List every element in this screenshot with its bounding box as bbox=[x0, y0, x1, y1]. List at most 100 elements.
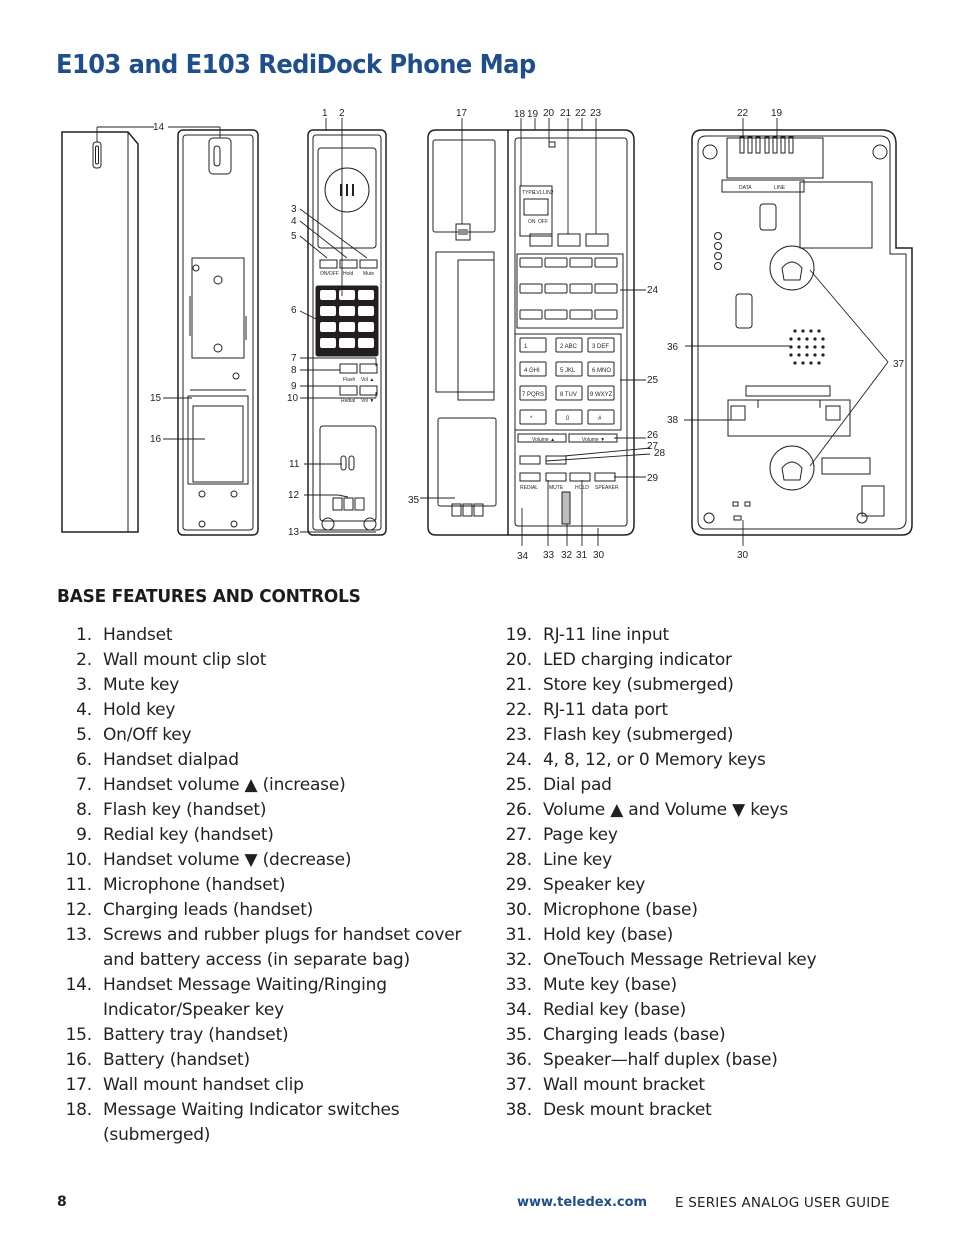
handset-redial-key[interactable] bbox=[339, 385, 358, 396]
callout-19-base-back: 19 bbox=[771, 108, 783, 119]
feature-text: Hold key (base) bbox=[543, 925, 674, 945]
dialpad-label-3: 3 DEF bbox=[592, 344, 609, 350]
feature-text: Flash key (handset) bbox=[103, 800, 267, 820]
key-label-vol-up: Vol ▲ bbox=[361, 377, 374, 383]
port-label-data: DATA bbox=[739, 185, 752, 191]
feature-text: Mute key (base) bbox=[543, 975, 677, 995]
feature-text: Redial key (base) bbox=[543, 1000, 687, 1020]
memory-keys[interactable] bbox=[519, 257, 618, 320]
feature-number: 1. bbox=[76, 625, 92, 645]
switch-label-type: TYPE bbox=[522, 190, 536, 196]
feature-number: 26. bbox=[505, 800, 533, 820]
callout-11: 11 bbox=[289, 459, 300, 470]
hold-key[interactable] bbox=[339, 259, 358, 269]
feature-number: 24. bbox=[505, 750, 533, 770]
callout-20: 20 bbox=[543, 108, 555, 119]
callout-26: 26 bbox=[647, 430, 659, 441]
base-volume-up-key[interactable] bbox=[517, 433, 567, 443]
key-label-speaker: SPEAKER bbox=[595, 485, 619, 491]
handset-bottom-cover bbox=[319, 425, 377, 522]
dialpad-keys[interactable] bbox=[519, 337, 615, 425]
feature-text: Dial pad bbox=[543, 775, 612, 795]
store-key[interactable] bbox=[557, 233, 581, 247]
handset-back-view bbox=[177, 129, 259, 536]
feature-number: 17. bbox=[65, 1075, 93, 1095]
page-title: E103 and E103 RediDock Phone Map bbox=[56, 50, 536, 80]
speaker-key[interactable] bbox=[594, 472, 616, 482]
feature-number: 15. bbox=[65, 1025, 93, 1045]
feature-number: 18. bbox=[65, 1100, 93, 1120]
feature-text: Speaker—half duplex (base) bbox=[543, 1050, 778, 1070]
feature-text: RJ-11 data port bbox=[543, 700, 668, 720]
handset-front-view: ON/OFF Hold Mute Flash Vol ▲ Redial Vol … bbox=[307, 129, 387, 536]
phone-map-drawing: ON/OFF Hold Mute Flash Vol ▲ Redial Vol … bbox=[61, 108, 913, 562]
feature-text: Desk mount bracket bbox=[543, 1100, 712, 1120]
feature-text: 4, 8, 12, or 0 Memory keys bbox=[543, 750, 766, 770]
feature-text: Handset volume ▲ (increase) bbox=[103, 775, 346, 795]
switch-label-lvl: LVL bbox=[534, 190, 543, 196]
base-mute-key[interactable] bbox=[545, 472, 567, 482]
callout-30-base-back: 30 bbox=[737, 550, 749, 561]
feature-number: 37. bbox=[505, 1075, 533, 1095]
feature-text: Charging leads (handset) bbox=[103, 900, 314, 920]
key-label-mute: Mute bbox=[363, 271, 374, 277]
feature-item: 9.Redial key (handset) bbox=[58, 823, 478, 848]
key-label-redial: Redial bbox=[341, 398, 355, 404]
base-key-left[interactable] bbox=[529, 233, 553, 247]
feature-item: 26. Volume ▲ and Volume ▼ keys bbox=[498, 798, 918, 823]
rj11-port-block bbox=[726, 137, 824, 179]
section-heading: BASE FEATURES AND CONTROLS bbox=[57, 586, 361, 607]
feature-number: 28. bbox=[505, 850, 533, 870]
feature-number: 34. bbox=[505, 1000, 533, 1020]
feature-item: 7.Handset volume ▲ (increase) bbox=[58, 773, 478, 798]
feature-item: 1.Handset bbox=[58, 623, 478, 648]
callout-24: 24 bbox=[647, 285, 659, 296]
handset-flash-key[interactable] bbox=[339, 363, 358, 374]
key-label-redial-base: REDIAL bbox=[520, 485, 538, 491]
battery-tray bbox=[187, 395, 249, 485]
base-microphone bbox=[733, 515, 742, 521]
callout-19: 19 bbox=[527, 109, 539, 120]
feature-item: 15.Battery tray (handset) bbox=[58, 1023, 478, 1048]
page-key[interactable] bbox=[519, 455, 541, 465]
page-number: 8 bbox=[57, 1194, 67, 1210]
callout-15: 15 bbox=[150, 393, 162, 404]
on-off-key[interactable] bbox=[319, 259, 338, 269]
feature-item: 31.Hold key (base) bbox=[498, 923, 918, 948]
base-redial-key[interactable] bbox=[519, 472, 541, 482]
onetouch-message-key[interactable] bbox=[561, 491, 571, 525]
feature-number: 13. bbox=[65, 925, 93, 945]
callout-22: 22 bbox=[575, 108, 587, 119]
feature-text: Message Waiting Indicator switches (subm… bbox=[103, 1100, 400, 1145]
feature-text: Volume ▲ and Volume ▼ keys bbox=[543, 800, 789, 820]
feature-item: 11.Microphone (handset) bbox=[58, 873, 478, 898]
feature-number: 12. bbox=[65, 900, 93, 920]
feature-text: On/Off key bbox=[103, 725, 192, 745]
key-label-volume-down: Volume ▼ bbox=[582, 437, 605, 443]
callout-35: 35 bbox=[408, 495, 420, 506]
handset-microphone bbox=[340, 455, 347, 471]
mwi-switch-panel[interactable] bbox=[519, 185, 553, 237]
feature-text: Flash key (submerged) bbox=[543, 725, 734, 745]
feature-item: 37.Wall mount bracket bbox=[498, 1073, 918, 1098]
feature-number: 4. bbox=[76, 700, 92, 720]
dialpad-label-4: 4 GHI bbox=[524, 368, 540, 374]
key-label-hold: Hold bbox=[343, 271, 354, 277]
callout-33: 33 bbox=[543, 550, 555, 561]
dialpad-label-2: 2 ABC bbox=[560, 344, 578, 350]
handset-volume-up-key[interactable] bbox=[359, 363, 378, 374]
feature-number: 21. bbox=[505, 675, 533, 695]
mute-key[interactable] bbox=[359, 259, 378, 269]
speaker-grille bbox=[789, 329, 825, 365]
phone-map-diagram: ON/OFF Hold Mute Flash Vol ▲ Redial Vol … bbox=[0, 100, 954, 570]
feature-item: 14.Handset Message Waiting/Ringing Indic… bbox=[58, 973, 478, 1023]
footer-url-link[interactable]: www.teledex.com bbox=[517, 1195, 648, 1210]
callout-17: 17 bbox=[456, 108, 468, 119]
handset-cover-plate bbox=[191, 257, 245, 359]
flash-key[interactable] bbox=[585, 233, 609, 247]
base-dial-pad[interactable] bbox=[514, 333, 622, 431]
feature-text: Handset Message Waiting/Ringing Indicato… bbox=[103, 975, 387, 1020]
handset-volume-down-key[interactable] bbox=[359, 385, 378, 396]
callout-5: 5 bbox=[291, 231, 297, 242]
base-hold-key[interactable] bbox=[569, 472, 591, 482]
